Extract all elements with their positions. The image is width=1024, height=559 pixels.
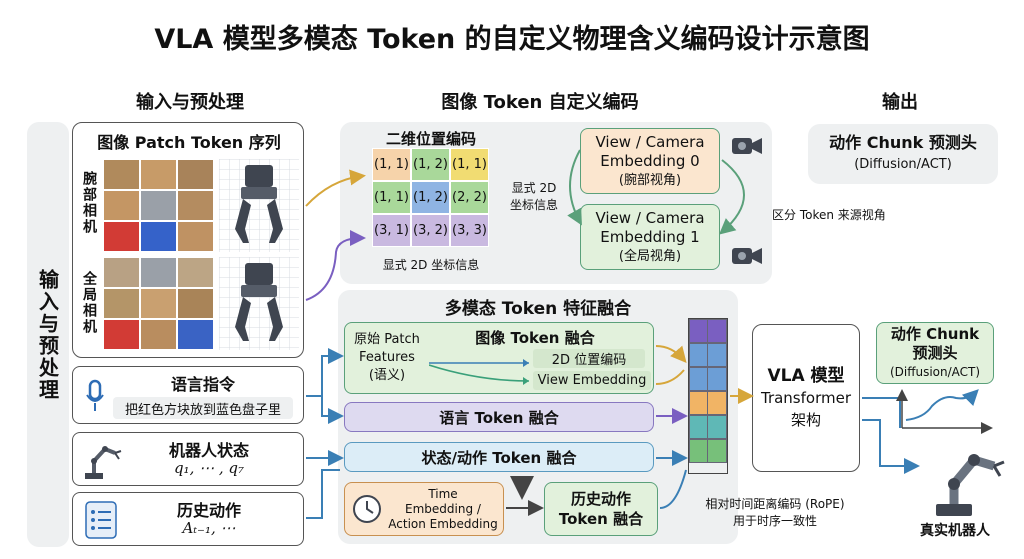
header-input: 输入与预处理 [136,92,244,113]
language-token-fusion: 语言 Token 融合 [344,402,654,432]
output-head-title: 动作 Chunk 预测头 [829,133,977,152]
time-text: Time [428,487,458,501]
rope-text: 相对时间距离编码 (RoPE) [705,497,845,511]
vla-model-title: VLA 模型 [767,366,845,386]
view-embedding-text: (全局视角) [618,248,682,264]
header-encode: 图像 Token 自定义编码 [441,92,639,113]
page-title: VLA 模型多模态 Token 的自定义物理含义编码设计示意图 [154,23,870,55]
camera-icon [732,138,762,154]
view-embedding-text: View / Camera [595,132,705,151]
language-panel: 语言指令 把红色方块放到蓝色盘子里 [72,366,304,424]
prediction-head-text: 动作 Chunk [890,324,980,343]
robot-arm-icon [936,454,1005,516]
list-icon [85,501,117,539]
position-encoding-panel: 二维位置编码 (1, 1) (1, 2) (1, 1) (1, 1) (1, 2… [340,122,772,284]
pos-cell: (3, 3) [450,214,489,247]
global-camera-label: 全局相机 [81,271,97,335]
view-embedding-text: (腕部视角) [618,172,682,188]
raw-patch-text: (语义) [368,368,406,383]
pos-cell: (2, 2) [450,181,489,214]
vla-model-arch: Transformer [760,389,851,407]
image-token-fusion: 图像 Token 融合 原始 Patch Features (语义) 2D 位置… [344,322,654,394]
pos-cell: (1, 1) [372,181,411,214]
view-embedding-text: View / Camera [595,208,705,227]
pos-side-caption: 显式 2D 坐标信息 [496,180,572,214]
side-label: 输入与预处理 [35,268,60,401]
pos-cell: (3, 2) [411,214,450,247]
time-text: Action Embedding [388,517,498,531]
history-title: 历史动作 [176,501,241,520]
rope-caption: 相对时间距离编码 (RoPE) 用于时序一致性 [684,496,866,530]
view-embedding-text: Embedding 0 [600,151,700,170]
patch-token-title: 图像 Patch Token 序列 [97,133,281,152]
prediction-head: 动作 Chunk 预测头 (Diffusion/ACT) [876,322,994,384]
clock-icon [353,495,381,523]
time-embedding: Time Embedding / Action Embedding [344,482,504,536]
raw-patch-text: Features [359,350,415,365]
gripper-icon [219,257,299,350]
fusion-inner-arrows [429,359,530,385]
state-token-fusion: 状态/动作 Token 融合 [344,442,654,472]
view-embedding-0: View / Camera Embedding 0 (腕部视角) [580,128,720,194]
raw-patch-text: 原始 Patch [354,332,420,347]
prediction-head-text: (Diffusion/ACT) [889,364,981,379]
pos-cell: (1, 2) [411,148,450,181]
distinguish-label: 区分 Token 来源视角 [772,208,886,222]
robot-state-formula: q₁, ⋯ , q₇ [173,459,245,477]
gripper-icon [219,159,299,252]
pos-cell: (1, 1) [372,148,411,181]
pos-caption: 显式 2D 坐标信息 [382,258,480,272]
robot-state-panel: 机器人状态 q₁, ⋯ , q₇ [72,432,304,486]
pos-enc-chip: 2D 位置编码 [533,349,645,368]
image-token-fusion-title: 图像 Token 融合 [475,329,595,347]
pos-encoding-title: 二维位置编码 [385,130,476,148]
robot-state-title: 机器人状态 [168,441,249,460]
token-stack [688,318,728,474]
raw-patch-features: 原始 Patch Features (语义) [347,331,427,385]
pos-cell: (3, 1) [372,214,411,247]
pos-cell: (1, 1) [450,148,489,181]
history-panel: 历史动作 Aₜ₋₁, ⋯ [72,492,304,546]
wrist-camera-image [103,159,214,252]
header-output: 输出 [882,92,918,113]
patch-token-panel: 图像 Patch Token 序列 腕部相机 全局相机 [72,122,304,358]
history-fusion-text: Token 融合 [558,510,644,528]
vla-model-box: VLA 模型 Transformer 架构 [752,324,860,472]
side-label-panel: 输入与预处理 [27,122,69,547]
view-emb-chip: View Embedding [533,371,651,390]
rope-text: 用于时序一致性 [732,514,817,528]
output-head-panel: 动作 Chunk 预测头 (Diffusion/ACT) [808,124,998,184]
global-camera-image [103,257,214,350]
view-embedding-text: Embedding 1 [600,227,700,246]
history-fusion-text: 历史动作 [570,490,631,508]
history-formula: Aₜ₋₁, ⋯ [182,519,236,537]
microphone-icon [86,379,104,411]
vla-model-arch: 架构 [790,411,821,429]
view-embedding-1: View / Camera Embedding 1 (全局视角) [580,204,720,270]
camera-icon [732,248,762,264]
fusion-title: 多模态 Token 特征融合 [444,299,632,319]
time-embedding-text: Time Embedding / Action Embedding [383,487,503,532]
pos-side-line: 坐标信息 [509,198,558,212]
language-text: 把红色方块放到蓝色盘子里 [113,397,293,419]
language-title: 语言指令 [170,375,235,394]
output-head-subtitle: (Diffusion/ACT) [854,157,952,172]
wrist-camera-label: 腕部相机 [81,171,97,235]
robot-arm-icon [85,446,122,479]
pos-grid: (1, 1) (1, 2) (1, 1) (1, 1) (1, 2) (2, 2… [372,148,490,249]
time-text: Embedding / [405,502,481,516]
history-token-fusion: 历史动作 Token 融合 [544,482,658,536]
prediction-head-text: 预测头 [912,343,958,362]
pos-cell: (1, 2) [411,181,450,214]
robot-label: 真实机器人 [920,523,990,539]
pos-side-line: 显式 2D [511,181,557,195]
